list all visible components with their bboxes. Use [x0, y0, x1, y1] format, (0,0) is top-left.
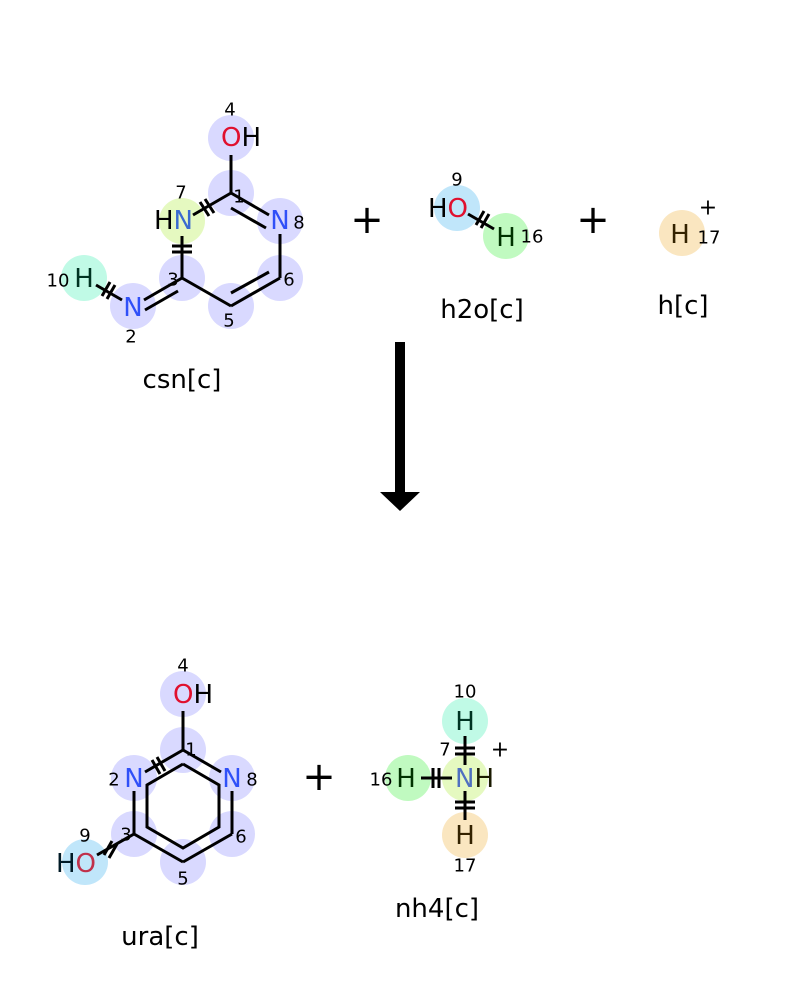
charge-plus: +	[491, 738, 509, 763]
atom-n2: N	[124, 764, 143, 794]
atom-n7-h: H	[154, 206, 174, 236]
atom-index: 7	[175, 183, 186, 204]
atom-index: 5	[177, 869, 188, 890]
atom-o4-h: H	[241, 123, 261, 153]
atom-index: 6	[283, 270, 294, 291]
atom-index: 10	[454, 682, 477, 703]
charge-plus: +	[699, 196, 717, 221]
bonds	[95, 155, 282, 312]
atom-n7: N	[174, 206, 193, 236]
atom-index: 1	[185, 740, 196, 761]
plus-sign: +	[576, 197, 610, 243]
atom-o4-h: H	[193, 680, 213, 710]
molecule-h: H + 17 h[c]	[657, 196, 720, 322]
atom-index: 16	[521, 227, 544, 248]
plus-sign: +	[350, 197, 384, 243]
atom-index: 9	[79, 826, 90, 847]
atom-n7: N	[455, 764, 474, 794]
group-oh: OH	[173, 680, 213, 710]
atom-index: 4	[177, 656, 188, 677]
atom-o9: O	[76, 849, 96, 879]
atom-o4: O	[173, 680, 193, 710]
atom-index: 9	[451, 170, 462, 191]
atom-index: 4	[224, 100, 235, 121]
atom-h17: H	[670, 220, 690, 250]
atom-index: 2	[125, 327, 136, 348]
atom-h17: H	[455, 821, 475, 851]
molecule-csn: OH HN N N H 4 7 1 8 6 5 3 2 10 csn[c]	[47, 100, 305, 396]
atom-n7-h: H	[474, 764, 494, 794]
molecule-ura: OH N N HO 4 1 2 8 6 5 3 9 ura[c]	[56, 656, 258, 953]
group-nh: NH	[455, 764, 494, 794]
atom-index: 17	[698, 228, 721, 249]
atom-h16: H	[496, 223, 516, 253]
atom-h10: H	[455, 707, 475, 737]
group-hn: HN	[154, 206, 193, 236]
atom-index: 3	[120, 825, 131, 846]
atom-index: 2	[108, 770, 119, 791]
atom-index: 1	[233, 187, 244, 208]
atom-index: 7	[439, 740, 450, 761]
molecule-h2o: HO H 9 16 h2o[c]	[428, 170, 543, 326]
atom-h: H	[428, 194, 448, 224]
group-oh: OH	[221, 123, 261, 153]
atom-n2: N	[123, 293, 142, 323]
atom-o9: O	[448, 194, 468, 224]
atom-index: 6	[235, 827, 246, 848]
atom-o4: O	[221, 123, 241, 153]
atom-n8: N	[222, 764, 241, 794]
atom-h16: H	[396, 764, 416, 794]
molecule-name: nh4[c]	[395, 894, 479, 924]
group-ho: HO	[428, 194, 468, 224]
molecule-nh4: H NH + H H 10 7 16 17 nh4[c]	[370, 682, 510, 925]
molecule-name: h[c]	[657, 291, 708, 321]
atom-index: 5	[223, 311, 234, 332]
molecule-name: ura[c]	[121, 922, 199, 952]
reaction-arrow	[380, 342, 420, 511]
plus-sign: +	[302, 754, 336, 800]
atom-index: 8	[293, 213, 304, 234]
atom-h10: H	[74, 264, 94, 294]
molecule-name: csn[c]	[143, 365, 222, 395]
molecule-name: h2o[c]	[440, 295, 524, 325]
atom-index: 16	[370, 770, 393, 791]
atom-index: 8	[246, 770, 257, 791]
group-ho: HO	[56, 849, 96, 879]
atom-index: 17	[454, 856, 477, 877]
atom-index: 3	[167, 270, 178, 291]
atom-index: 10	[47, 271, 70, 292]
atom-o9-h: H	[56, 849, 76, 879]
atom-n8: N	[270, 206, 289, 236]
